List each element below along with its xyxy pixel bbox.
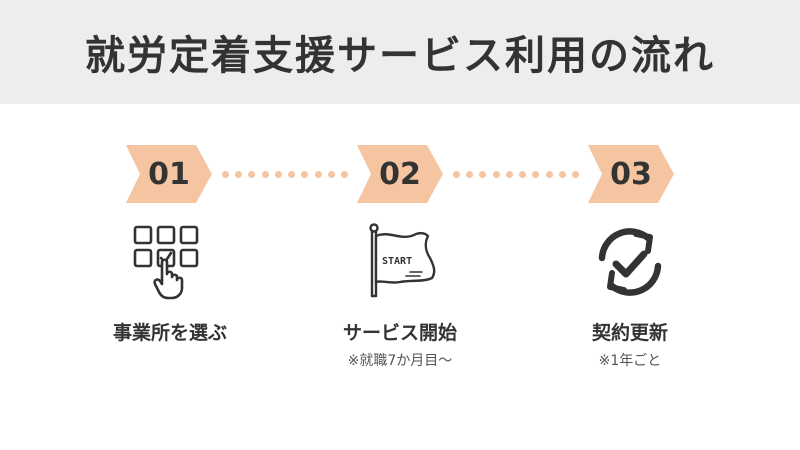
renew-check-icon: [590, 222, 670, 302]
start-flag-icon: START: [360, 222, 440, 302]
step-3-number: 03: [610, 156, 652, 192]
step-1-chevron: 01: [126, 145, 212, 203]
flag-start-text: START: [382, 256, 412, 267]
step-3-chevron: 03: [588, 145, 674, 203]
step-1-label: 事業所を選ぶ: [112, 322, 227, 344]
step-2-number: 02: [379, 156, 421, 192]
step-2-note: ※就職7か月目〜: [347, 353, 453, 369]
keypad-touch-icon: [130, 222, 210, 302]
page-title: 就労定着支援サービス利用の流れ: [85, 33, 715, 79]
connector-dots-2: [453, 171, 579, 179]
step-3-label: 契約更新: [591, 322, 668, 344]
step-1-number: 01: [148, 156, 190, 192]
step-3-note: ※1年ごと: [598, 353, 662, 369]
step-2-chevron: 02: [357, 145, 443, 203]
step-2-label: サービス開始: [342, 322, 457, 344]
header-banner: 就労定着支援サービス利用の流れ: [0, 0, 800, 104]
connector-dots-1: [222, 171, 348, 179]
